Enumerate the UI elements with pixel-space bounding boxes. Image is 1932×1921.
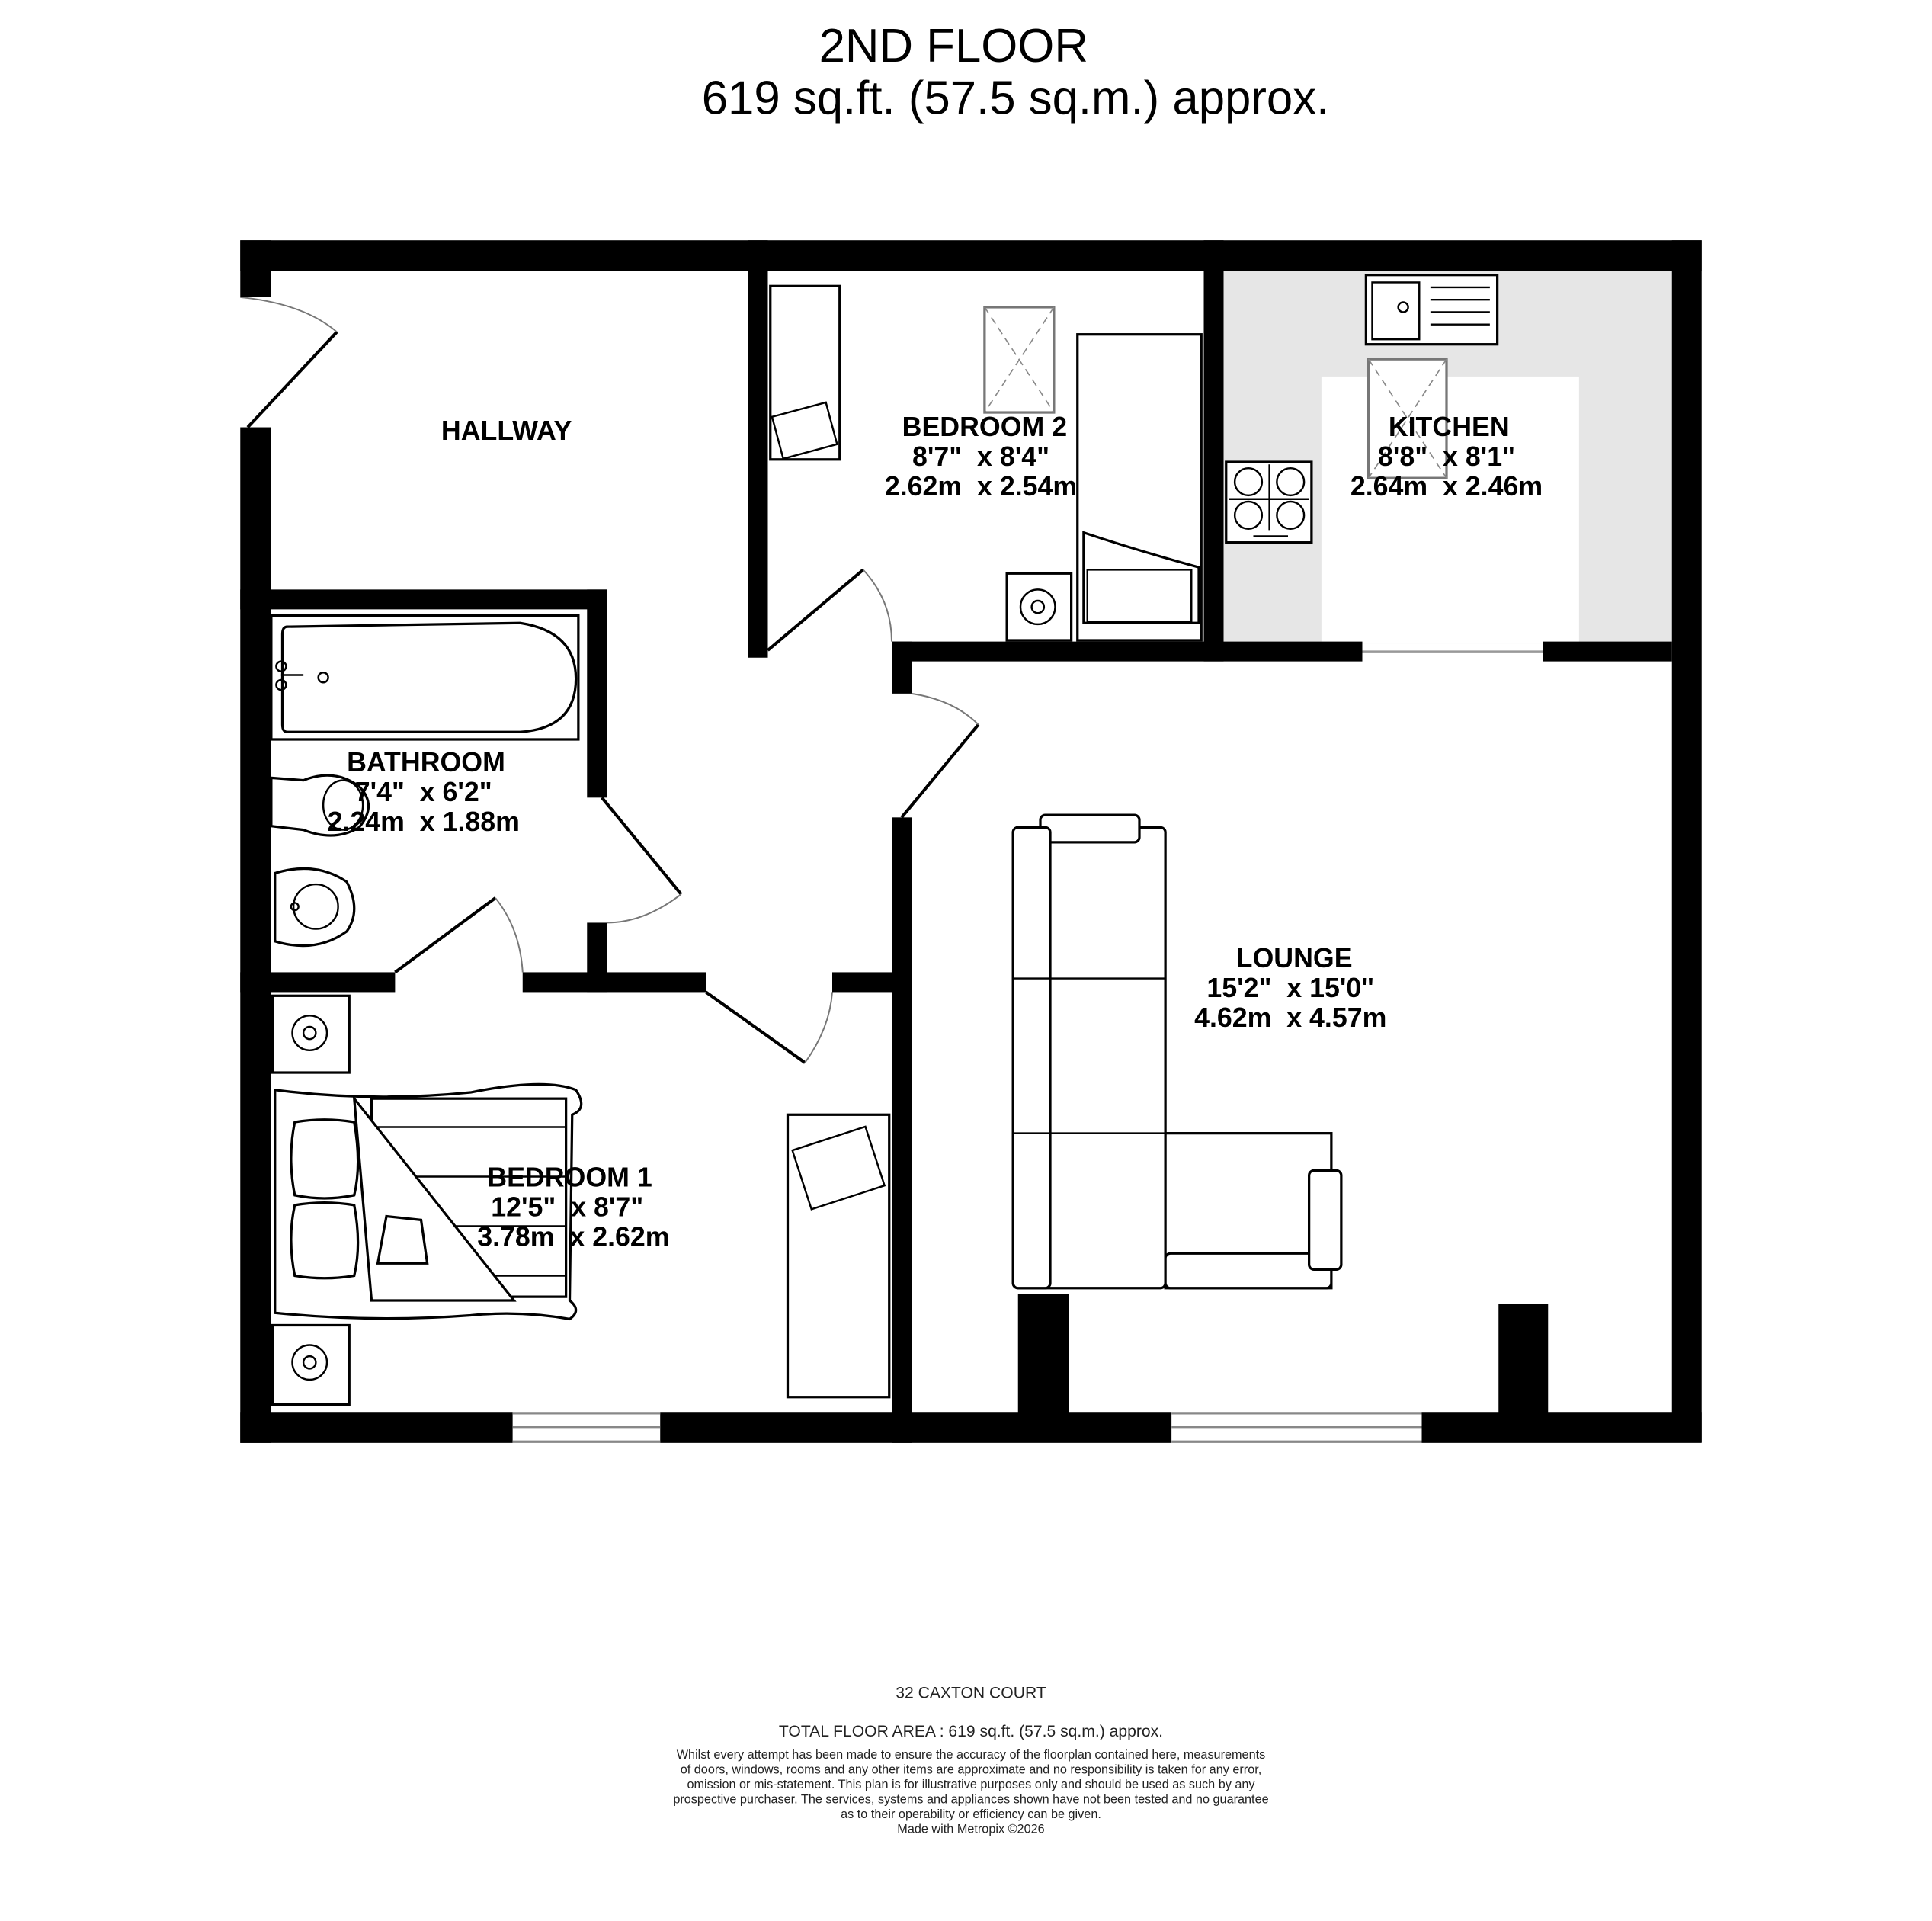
room-size-imperial: 12'5" x 8'7" xyxy=(491,1192,643,1223)
single-bed-icon xyxy=(1076,333,1203,642)
room-name: LOUNGE xyxy=(1236,943,1353,973)
room-name: KITCHEN xyxy=(1389,412,1510,442)
address: 32 CAXTON COURT xyxy=(896,1685,1046,1702)
bedroom2-door xyxy=(767,568,892,652)
floor-area: 619 sq.ft. (57.5 sq.m.) approx. xyxy=(702,72,1330,124)
wardrobe-icon xyxy=(769,284,841,461)
room-name: BATHROOM xyxy=(347,747,505,778)
hall-bedroom1-door xyxy=(705,990,833,1064)
room-name: BEDROOM 2 xyxy=(902,412,1067,442)
entrance-door xyxy=(240,296,338,428)
disclaimer-line: omission or mis-statement. This plan is … xyxy=(687,1778,1255,1791)
room-bedroom1: BEDROOM 1 12'5" x 8'7" 3.78m x 2.62m xyxy=(477,1163,669,1252)
metropix-credit: Made with Metropix ©2026 xyxy=(897,1823,1044,1836)
room-lounge: LOUNGE 15'2" x 15'0" 4.62m x 4.57m xyxy=(1194,943,1386,1033)
room-kitchen: KITCHEN 8'8" x 8'1" 2.64m x 2.46m xyxy=(1350,412,1543,502)
room-size-imperial: 15'2" x 15'0" xyxy=(1206,973,1374,1003)
room-size-metric: 2.62m x 2.54m xyxy=(885,471,1077,502)
room-name: HALLWAY xyxy=(441,415,572,446)
floor-title: 2ND FLOOR xyxy=(819,20,1088,72)
lounge-door xyxy=(900,692,980,819)
bathroom-door xyxy=(601,797,683,924)
disclaimer-line: of doors, windows, rooms and any other i… xyxy=(681,1763,1262,1777)
kitchen-sink-icon xyxy=(1364,274,1499,346)
window-bedroom1 xyxy=(512,1412,661,1443)
desk-bedroom1-icon xyxy=(786,1113,891,1399)
room-size-metric: 4.62m x 4.57m xyxy=(1194,1002,1386,1033)
room-hallway: HALLWAY xyxy=(441,415,572,446)
window-lounge xyxy=(1171,1412,1422,1443)
hob-icon xyxy=(1225,460,1313,544)
toilet-icon xyxy=(270,774,370,837)
bedroom1-door xyxy=(394,896,524,974)
skylight-bedroom2-icon xyxy=(983,306,1056,414)
bedside-table-top-icon xyxy=(271,994,351,1074)
total-floor-area: TOTAL FLOOR AREA : 619 sq.ft. (57.5 sq.m… xyxy=(779,1723,1163,1740)
room-bedroom2: BEDROOM 2 8'7" x 8'4" 2.62m x 2.54m xyxy=(885,412,1077,502)
corner-sofa-icon xyxy=(1011,813,1343,1290)
footer: 32 CAXTON COURT TOTAL FLOOR AREA : 619 s… xyxy=(673,1685,1268,1836)
double-bed-icon xyxy=(274,1082,583,1321)
skylight-kitchen-icon xyxy=(1367,358,1448,479)
room-size-metric: 2.24m x 1.88m xyxy=(328,807,520,837)
disclaimer-line: prospective purchaser. The services, sys… xyxy=(673,1793,1268,1807)
disclaimer-line: as to their operability or efficiency ca… xyxy=(841,1807,1101,1821)
walls xyxy=(240,240,1702,1443)
disclaimer-line: Whilst every attempt has been made to en… xyxy=(677,1748,1266,1762)
bedside-table-bedroom2-icon xyxy=(1005,572,1073,642)
room-name: BEDROOM 1 xyxy=(487,1163,652,1193)
sink-icon xyxy=(274,867,356,948)
room-bathroom: BATHROOM 7'4" x 6'2" 2.24m x 1.88m xyxy=(328,747,520,837)
bedside-table-bottom-icon xyxy=(271,1323,351,1406)
bathtub-icon xyxy=(270,614,580,741)
room-size-metric: 2.64m x 2.46m xyxy=(1350,471,1543,502)
room-size-imperial: 8'8" x 8'1" xyxy=(1378,441,1515,472)
room-size-metric: 3.78m x 2.62m xyxy=(477,1222,669,1252)
room-size-imperial: 8'7" x 8'4" xyxy=(912,441,1049,472)
room-size-imperial: 7'4" x 6'2" xyxy=(355,777,492,807)
